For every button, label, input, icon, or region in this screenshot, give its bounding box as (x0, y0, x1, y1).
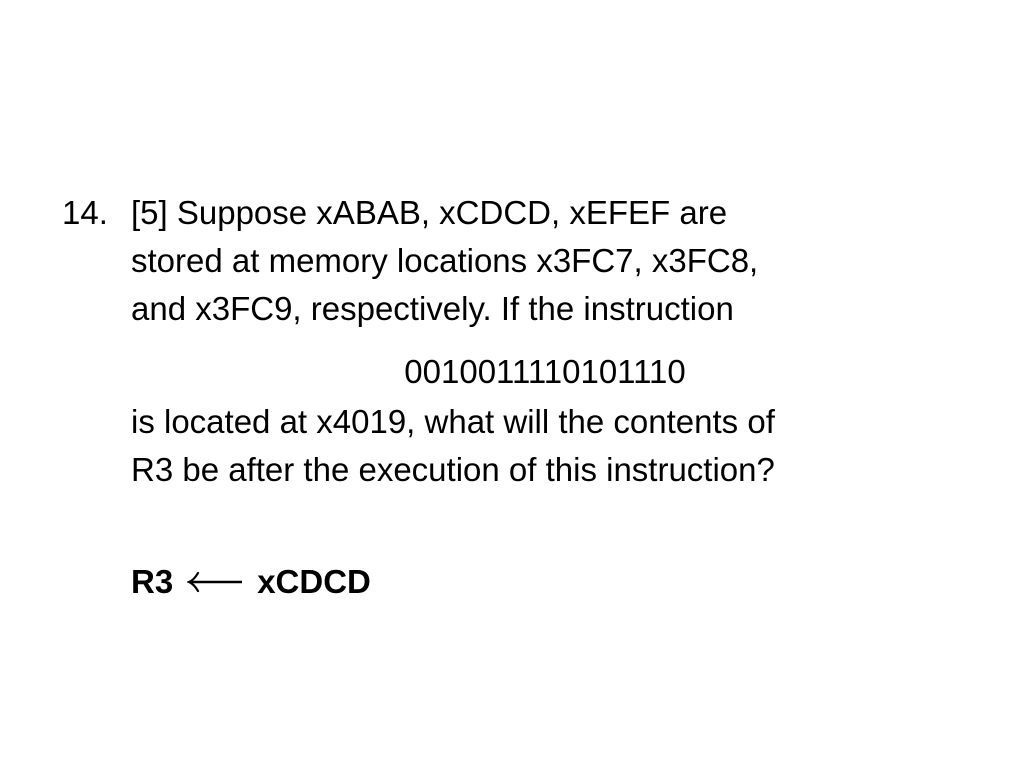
left-long-arrow-icon (187, 570, 243, 594)
question-number: 14. (62, 194, 108, 231)
question-followup: is located at x4019, what will the conte… (131, 398, 951, 494)
question-line-3: and x3FC9, respectively. If the instruct… (131, 290, 734, 327)
followup-line-1: is located at x4019, what will the conte… (131, 403, 775, 440)
followup-line-2: R3 be after the execution of this instru… (131, 451, 775, 488)
question-line-2: stored at memory locations x3FC7, x3FC8, (131, 242, 759, 279)
instruction-bits: 0010011110101110 (404, 353, 686, 390)
question-text: [5] Suppose xABAB, xCDCD, xEFEF are stor… (131, 189, 951, 333)
question-line-1: [5] Suppose xABAB, xCDCD, xEFEF are (131, 194, 728, 231)
answer: R3 xCDCD (131, 558, 371, 606)
answer-register: R3 (131, 563, 174, 600)
answer-value: xCDCD (257, 563, 371, 600)
